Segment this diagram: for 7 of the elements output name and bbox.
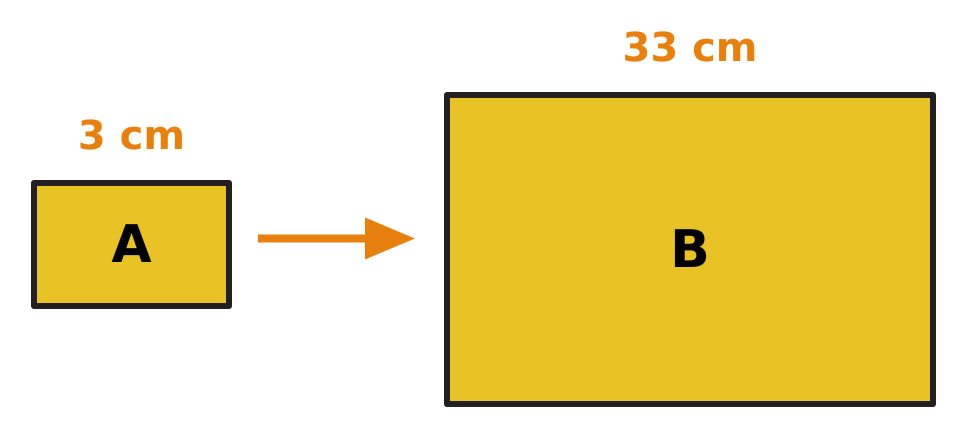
box-letter: B [670, 224, 710, 276]
dimension-label: 33 cm [622, 28, 758, 68]
rectangle [444, 92, 936, 407]
arrow [258, 218, 415, 260]
box-letter: A [111, 218, 152, 270]
rectangle [31, 180, 232, 309]
dimension-label: 3 cm [78, 116, 186, 156]
